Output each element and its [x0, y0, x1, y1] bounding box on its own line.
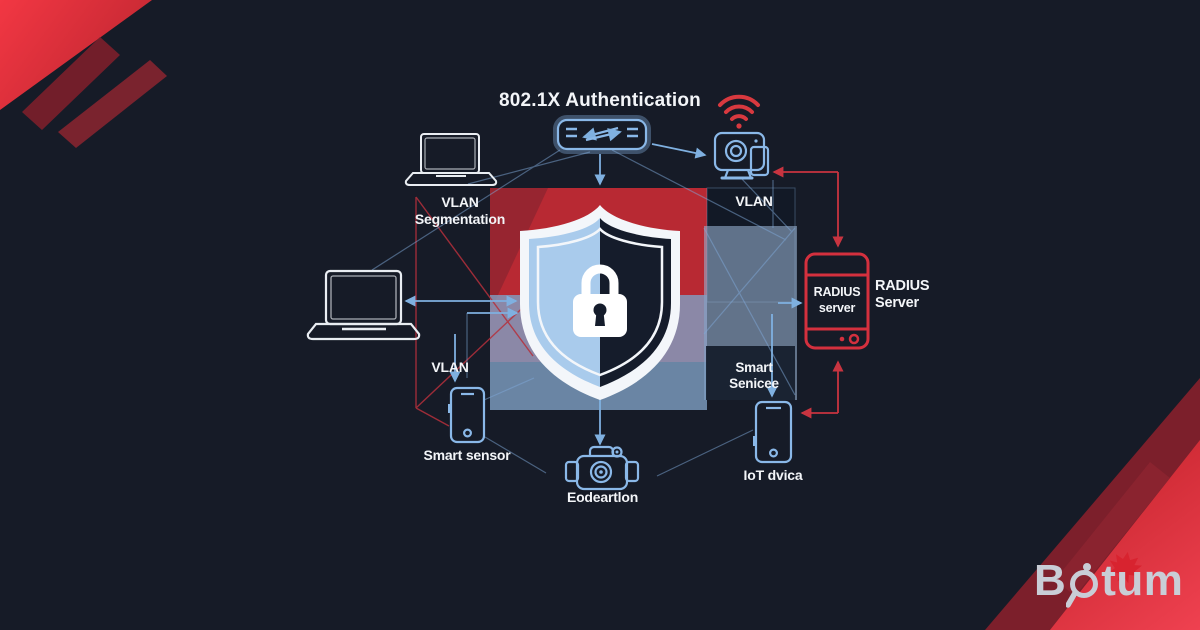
label-vlan-segmentation: VLAN Segmentation	[392, 194, 528, 227]
brand-logo-suffix: tum	[1101, 556, 1184, 605]
label-smart-service: Smart Senicee	[714, 360, 794, 392]
label-vlan-segmentation-line2: Segmentation	[414, 210, 506, 227]
padlock-icon	[573, 264, 627, 337]
brand-logo-prefix: B	[1034, 556, 1067, 605]
label-federation: Eodeartlon	[566, 489, 639, 505]
smartphone-icon-right	[753, 400, 793, 464]
maple-leaf-icon	[1109, 552, 1143, 587]
red-arrows	[772, 166, 844, 419]
wifi-signal-icon	[718, 94, 760, 129]
label-vlan-segmentation-line1: VLAN	[441, 194, 479, 210]
shield-lock-icon	[520, 205, 680, 400]
label-radius-server-line2: Server	[875, 295, 919, 312]
smartphone-icon-left	[448, 386, 486, 444]
label-smart-sensor: Smart sensor	[423, 447, 511, 463]
label-radius-server: RADIUS Server	[875, 278, 965, 312]
label-radius-box-line2: server	[818, 301, 856, 316]
wifi-camera-icon	[713, 131, 770, 180]
laptop-icon-top	[404, 133, 498, 186]
label-vlan-right: VLAN	[735, 193, 773, 209]
corner-decoration-top-left	[0, 0, 167, 148]
label-smart-service-line1: Smart	[735, 360, 773, 375]
magnifier-icon	[1066, 563, 1099, 608]
label-radius-server-line1: RADIUS	[875, 278, 930, 294]
corner-decoration-bottom-right	[985, 378, 1200, 630]
label-radius-server-box: RADIUS server	[806, 284, 868, 317]
network-switch-icon	[553, 115, 651, 154]
label-iot-device: IoT dvica	[743, 467, 803, 483]
label-smart-service-line2: Senicee	[729, 375, 779, 391]
diagram-title: 802.1X Authentication	[499, 90, 701, 111]
laptop-icon-left	[306, 269, 421, 341]
label-vlan-left: VLAN	[431, 359, 469, 375]
iot-camera-icon	[564, 445, 640, 491]
radius-server-icon	[804, 252, 870, 350]
blue-guide-lines	[371, 149, 796, 477]
label-radius-box-line1: RADIUS	[813, 285, 861, 299]
brand-logo: B tum	[1034, 552, 1184, 626]
